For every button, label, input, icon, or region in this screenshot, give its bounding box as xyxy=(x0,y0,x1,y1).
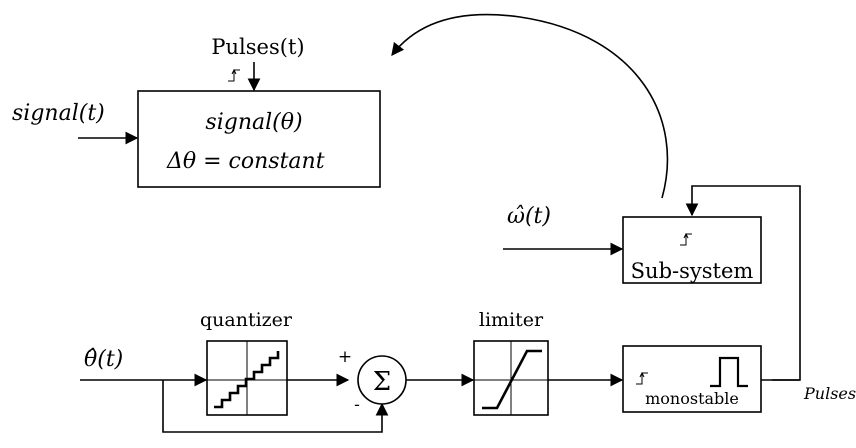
monostable-label: monostable xyxy=(645,389,739,408)
feedback-arc-arrow xyxy=(391,13,669,199)
subsystem-label: Sub-system xyxy=(631,259,754,283)
signal-resampler-block xyxy=(137,90,381,188)
minus-sign: - xyxy=(354,395,360,415)
subsystem-block xyxy=(622,216,762,284)
rising-edge-icon xyxy=(636,371,648,385)
omega-hat-label: ω̂(t) xyxy=(507,204,551,229)
rising-edge-icon xyxy=(680,232,692,246)
plus-sign: + xyxy=(338,347,352,367)
signal-input-label: signal(t) xyxy=(12,101,105,126)
theta-hat-label: θ̂(t) xyxy=(84,347,123,372)
pulse-icon xyxy=(710,356,748,388)
block-signal-theta-text: signal(θ) xyxy=(205,110,302,135)
feedback-to-sum-wire xyxy=(162,380,389,433)
saturation-icon xyxy=(482,349,542,410)
pulses-input-label: Pulses(t) xyxy=(211,35,304,59)
limiter-label: limiter xyxy=(479,309,544,331)
rising-edge-icon xyxy=(228,68,240,82)
quantizer-label: quantizer xyxy=(200,309,293,331)
staircase-icon xyxy=(214,351,280,409)
block-delta-theta-text: Δθ = constant xyxy=(166,149,325,174)
sum-symbol: Σ xyxy=(373,367,391,397)
pulses-output-label: Pulses xyxy=(803,384,856,403)
